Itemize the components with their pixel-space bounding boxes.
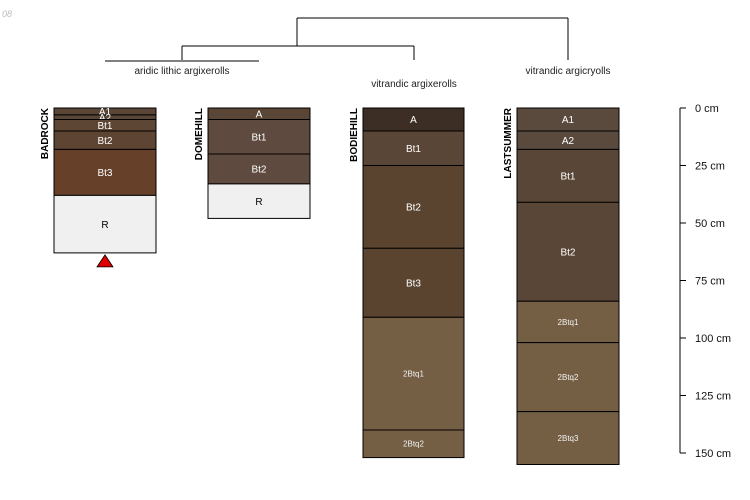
horizon-label: Bt2: [560, 247, 575, 258]
horizon-label: A2: [99, 113, 112, 124]
horizon-label: A: [410, 115, 417, 126]
horizon-2btq3: [516, 411, 620, 466]
horizon-label: A: [256, 109, 263, 120]
horizon-label: 2Btq1: [558, 318, 579, 327]
horizon-2btq1: [516, 300, 620, 344]
depth-tick-label: 125 cm: [695, 391, 731, 403]
horizon-label: 2Btq3: [558, 434, 579, 443]
horizon-label: Bt1: [560, 171, 575, 182]
horizon-2btq2: [516, 342, 620, 413]
horizon-r: [53, 194, 157, 254]
horizon-bt2: [207, 153, 311, 185]
taxon-label: aridic lithic argixerolls: [134, 66, 229, 77]
horizon-2btq1: [362, 316, 465, 431]
depth-axis: 0 cm 25 cm 50 cm 75 cm 100 cm 125 cm 150 cm: [679, 103, 731, 460]
horizon-label: 2Btq1: [403, 370, 424, 379]
depth-tick-label: 75 cm: [695, 276, 725, 288]
horizon-r: [207, 183, 311, 219]
depth-tick-label: 100 cm: [695, 333, 731, 345]
depth-tick-label: 50 cm: [695, 218, 725, 230]
horizon-bt3: [53, 148, 157, 196]
horizon-label: R: [101, 220, 108, 231]
profile-name: LASTSUMMER: [503, 107, 514, 178]
horizon-2btq2: [362, 429, 465, 459]
corner-label: 08: [2, 9, 12, 19]
horizon-label: Bt1: [251, 132, 266, 143]
taxon-label: vitrandic argicryolls: [525, 66, 610, 77]
profile-name: BODIEHILL: [349, 108, 360, 162]
horizon-label: R: [255, 197, 262, 208]
horizon-label: Bt3: [406, 278, 421, 289]
profile-name: DOMEHILL: [194, 108, 205, 160]
depth-tick-label: 150 cm: [695, 448, 731, 460]
horizon-label: Bt2: [251, 165, 266, 176]
horizon-label: Bt2: [406, 203, 421, 214]
horizon-label: Bt3: [97, 168, 112, 179]
depth-tick-label: 25 cm: [695, 161, 725, 173]
horizon-bt1: [362, 130, 465, 166]
horizon-label: A1: [99, 107, 112, 118]
lithic-contact-marker: [96, 254, 114, 268]
profile-name: BADROCK: [40, 107, 51, 159]
taxon-label: vitrandic argixerolls: [371, 79, 457, 90]
horizon-label: A1: [562, 115, 575, 126]
horizon-label: 2Btq2: [558, 373, 579, 382]
horizon-label: 2Btq2: [403, 440, 424, 449]
depth-tick-label: 0 cm: [695, 103, 719, 115]
horizon-label: Bt1: [406, 144, 421, 155]
horizon-label: Bt1: [97, 121, 112, 132]
horizon-bt1: [516, 148, 620, 203]
horizon-label: A2: [562, 136, 575, 147]
horizon-label: Bt2: [97, 136, 112, 147]
horizon-bt2: [516, 201, 620, 302]
horizon-bt3: [362, 247, 465, 318]
taxonomic-dendrogram: aridic lithic argixerolls vitrandic argix…: [105, 17, 611, 90]
